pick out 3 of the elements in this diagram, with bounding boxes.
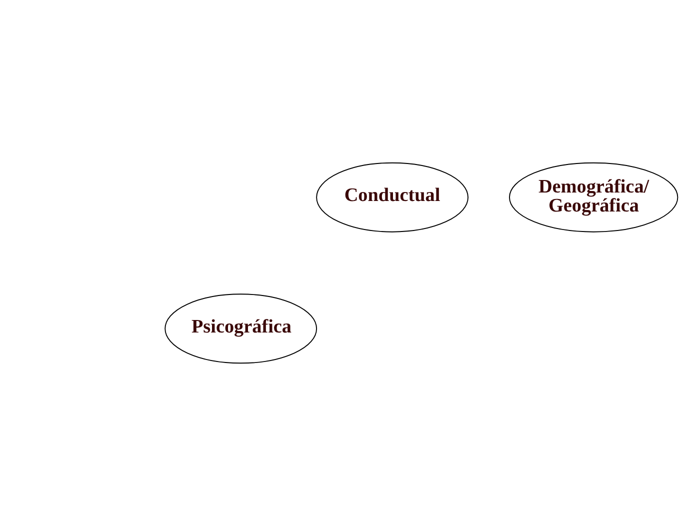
node-ellipse: Demográfica/ Geográfica <box>508 162 678 232</box>
node-ellipse: Psicográfica <box>164 294 318 364</box>
node-ellipse: Conductual <box>316 162 468 232</box>
